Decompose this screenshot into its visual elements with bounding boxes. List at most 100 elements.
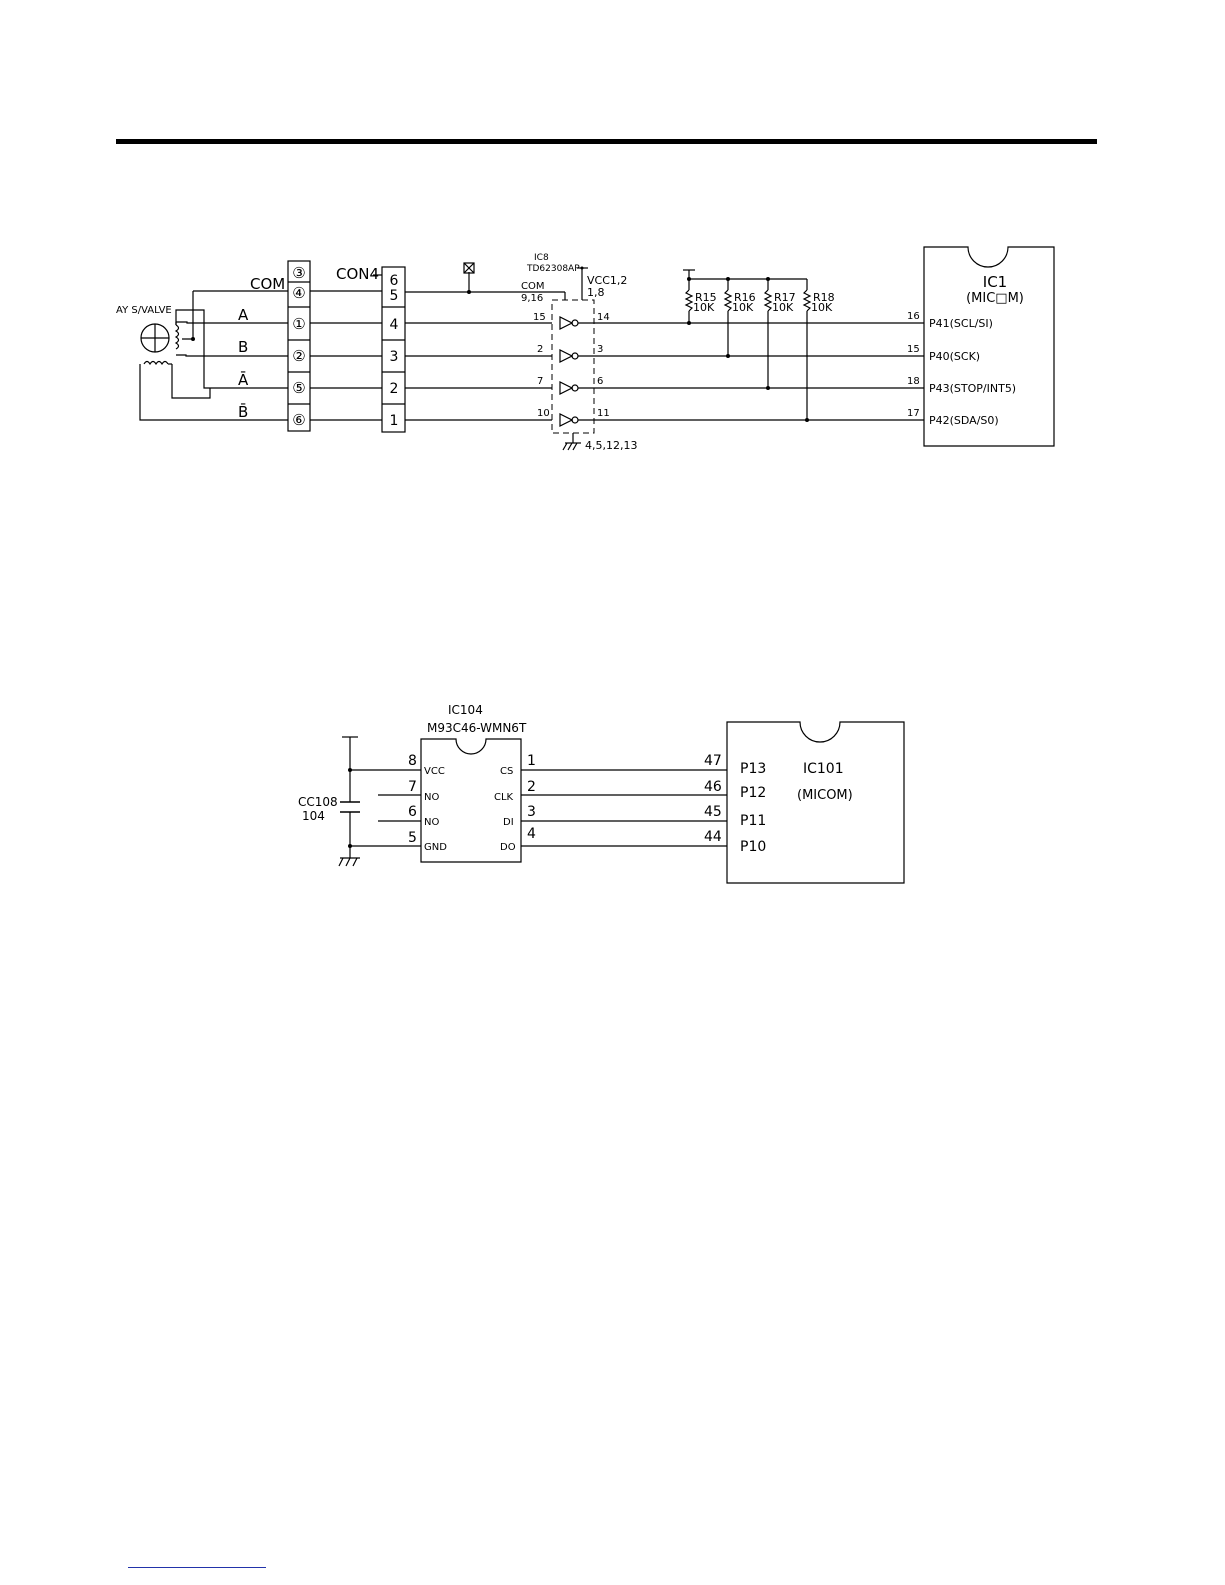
horizontal-coil-icon — [143, 360, 169, 366]
terminal-label-a-bar: Ā — [238, 371, 249, 389]
driver-com-pins: 9,16 — [521, 293, 543, 304]
mcu2-name: (MICOM) — [797, 788, 853, 803]
terminal-num-5: ⑤ — [292, 379, 305, 397]
driver-gnd-pins: 4,5,12,13 — [585, 439, 637, 452]
mcu-pin-name-p40: P40(SCK) — [929, 350, 980, 363]
terminal-label-a: A — [238, 306, 249, 324]
no-connect-icon — [463, 262, 475, 274]
mcu-pin-name-p41: P41(SCL/SI) — [929, 317, 993, 330]
eeprom-ref: IC104 — [448, 703, 483, 717]
connector-con4 — [381, 266, 406, 433]
terminal-label-com: COM — [250, 275, 285, 293]
eeprom-pin-no-6: NO — [424, 817, 439, 828]
driver-part: TD62308AP — [526, 264, 580, 274]
eeprom-pin-no-7: NO — [424, 792, 439, 803]
r17-value: 10K — [772, 301, 794, 314]
mcu2-pin-num-45: 45 — [704, 804, 722, 820]
capacitor-ref2: 104 — [302, 809, 325, 823]
mcu-pin-num-18: 18 — [907, 376, 920, 387]
mcu2-pin-num-44: 44 — [704, 829, 722, 845]
schematic-eeprom: CC108 104 IC104 M93C46-WMN6T 8 7 6 5 VCC… — [298, 703, 905, 884]
mcu2-pin-p10: P10 — [740, 839, 766, 855]
eeprom-pin-vcc: VCC — [424, 766, 445, 777]
mcu-pin-num-16: 16 — [907, 311, 920, 322]
driver-com-label: COM — [521, 281, 544, 292]
mcu2-pin-num-47: 47 — [704, 753, 722, 769]
mcu-pin-name-p43: P43(STOP/INT5) — [929, 382, 1016, 395]
schematic-stepper-valve: AY S/VALVE COM A B Ā B̄ — [116, 246, 1055, 452]
driver-out-pin-6: 6 — [597, 376, 603, 387]
mcu-ic1-body — [923, 246, 1055, 447]
mcu-ic1-ref: IC1 — [983, 273, 1007, 291]
terminal-num-1: ① — [292, 315, 305, 333]
driver-out-pin-11: 11 — [597, 408, 610, 419]
mcu2-pin-num-46: 46 — [704, 779, 722, 795]
connector-pin-4: 4 — [390, 317, 399, 333]
eeprom-pin-di: DI — [503, 817, 514, 828]
mcu-ic101-body — [726, 721, 905, 884]
connector-pin-1: 1 — [390, 413, 399, 429]
eeprom-pin-num-2: 2 — [527, 779, 536, 795]
r15-ref: R15 — [695, 291, 717, 304]
eeprom-pin-num-7: 7 — [408, 779, 417, 795]
r16-ref: R16 — [734, 291, 756, 304]
resistor-r15 — [684, 279, 694, 325]
eeprom-pin-clk: CLK — [494, 792, 514, 803]
eeprom-pin-do: DO — [500, 842, 516, 853]
eeprom-pin-num-5: 5 — [408, 830, 417, 846]
terminal-num-6: ⑥ — [292, 411, 305, 429]
eeprom-pin-num-4: 4 — [527, 826, 536, 842]
connector-pin-3: 3 — [390, 349, 399, 365]
connector-pin-2: 2 — [390, 381, 399, 397]
mcu2-ref: IC101 — [803, 761, 844, 777]
terminal-label-b-bar: B̄ — [238, 402, 248, 421]
r18-ref: R18 — [813, 291, 835, 304]
resistor-r17 — [763, 279, 773, 390]
terminal-num-4: ④ — [292, 284, 305, 302]
header-rule — [116, 139, 1097, 144]
driver-vcc-pins: 1,8 — [587, 286, 605, 299]
mcu-pin-num-15: 15 — [907, 344, 920, 355]
driver-in-pin-2: 2 — [537, 344, 543, 355]
valve-label: AY S/VALVE — [116, 305, 172, 316]
eeprom-part: M93C46-WMN6T — [427, 721, 527, 735]
driver-ic8-box — [551, 299, 595, 434]
connector-pin-6: 6 — [390, 273, 399, 289]
driver-in-pin-7: 7 — [537, 376, 543, 387]
eeprom-pin-num-8: 8 — [408, 753, 417, 769]
r15-value: 10K — [693, 301, 715, 314]
driver-buffers — [559, 316, 579, 427]
driver-vcc-label: VCC1,2 — [587, 274, 627, 287]
mcu2-pin-p12: P12 — [740, 785, 766, 801]
driver-in-pin-15: 15 — [533, 312, 546, 323]
mcu2-pin-p11: P11 — [740, 813, 766, 829]
r18-value: 10K — [811, 301, 833, 314]
mcu-pin-name-p42: P42(SDA/S0) — [929, 414, 999, 427]
eeprom-pin-num-6: 6 — [408, 804, 417, 820]
driver-in-pin-10: 10 — [537, 408, 550, 419]
connector-pin-5: 5 — [390, 288, 399, 304]
driver-out-pin-3: 3 — [597, 344, 603, 355]
mcu2-pin-p13: P13 — [740, 761, 766, 777]
driver-out-pin-14: 14 — [597, 312, 610, 323]
capacitor-ref: CC108 — [298, 795, 338, 809]
terminal-block — [287, 260, 311, 432]
eeprom-pin-num-3: 3 — [527, 804, 536, 820]
mcu-ic1-name: (MIC□M) — [966, 291, 1024, 306]
terminal-num-3: ③ — [292, 264, 305, 282]
driver-ref: IC8 — [534, 253, 549, 263]
eeprom-pin-cs: CS — [500, 766, 513, 777]
vertical-coil-icon — [174, 324, 180, 350]
terminal-label-b: B — [238, 338, 248, 356]
eeprom-pin-gnd: GND — [424, 842, 447, 853]
mcu-pin-num-17: 17 — [907, 408, 920, 419]
resistor-r18 — [802, 279, 812, 422]
footer-rule — [128, 1567, 266, 1568]
r17-ref: R17 — [774, 291, 796, 304]
resistor-r16 — [723, 279, 733, 358]
eeprom-pin-num-1: 1 — [527, 753, 536, 769]
terminal-num-2: ② — [292, 347, 305, 365]
r16-value: 10K — [732, 301, 754, 314]
